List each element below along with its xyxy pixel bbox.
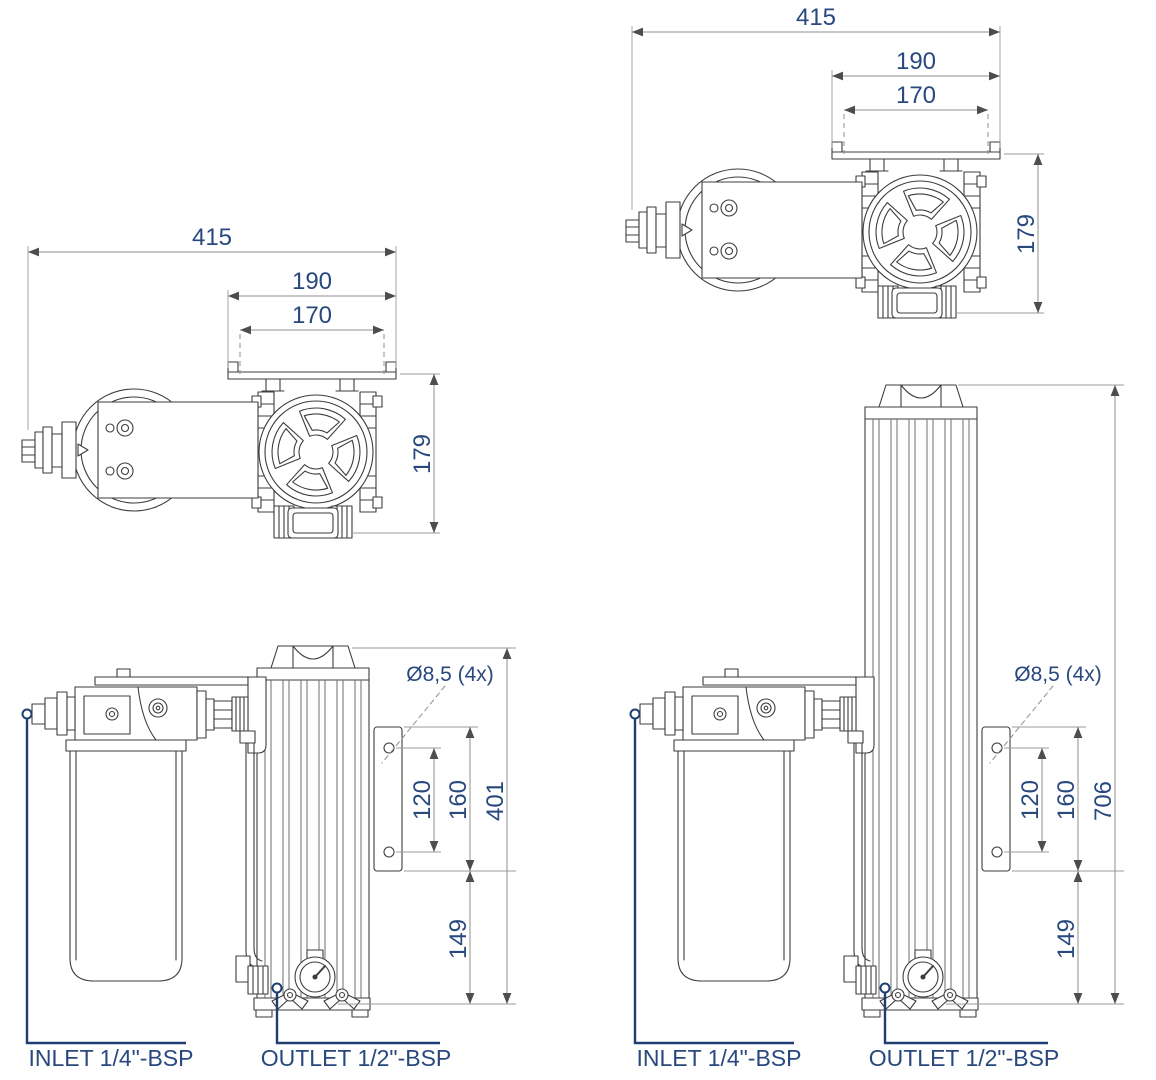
dim-plate-height-label: 160 [1053, 780, 1080, 820]
dim-overall-width-label: 415 [192, 224, 232, 251]
dim-bracket-width-label: 190 [896, 48, 936, 75]
dim-hole-spacing-label: 170 [292, 302, 332, 329]
pump-cylinder [864, 384, 978, 1003]
dim-overall-width-label: 415 [796, 4, 836, 31]
dim-plate-height-label: 160 [445, 780, 472, 820]
dim-overall-height-label: 401 [482, 781, 509, 821]
filter-assembly [21, 668, 267, 982]
dim-lower-height-label: 149 [445, 919, 472, 959]
view-top-right: 415 190 170 179 [625, 4, 1044, 319]
inlet-port-label: INLET 1/4"-BSP [29, 1045, 194, 1071]
filter-assembly [629, 668, 875, 982]
view-front-right: Ø8,5 (4x) 120 160 706 149 INLET 1/4"-BSP… [629, 384, 1125, 1071]
view-top-left: 415 190 170 179 [21, 224, 440, 539]
pump-top-view [625, 141, 1001, 319]
hole-diameter-label: Ø8,5 (4x) [406, 663, 494, 686]
pump-cylinder [256, 645, 370, 1003]
outlet-port-label: OUTLET 1/2"-BSP [261, 1045, 452, 1071]
overall-height-dimension [352, 647, 516, 1004]
inlet-port-label: INLET 1/4"-BSP [637, 1045, 802, 1071]
dim-depth-label: 179 [409, 434, 436, 474]
dim-hole-spacing-label: 120 [1017, 780, 1044, 820]
dim-hole-spacing-label: 170 [896, 82, 936, 109]
pump-top-view [21, 361, 397, 539]
view-front-left: Ø8,5 (4x) 120 160 401 149 INLET 1/4"-BSP… [21, 645, 517, 1071]
dim-lower-height-label: 149 [1053, 919, 1080, 959]
outlet-port-label: OUTLET 1/2"-BSP [869, 1045, 1060, 1071]
hole-diameter-label: Ø8,5 (4x) [1014, 663, 1102, 686]
dim-overall-height-label: 706 [1090, 781, 1117, 821]
dim-bracket-width-label: 190 [292, 268, 332, 295]
dim-hole-spacing-label: 120 [409, 780, 436, 820]
overall-height-dimension [958, 384, 1124, 1004]
dim-depth-label: 179 [1013, 214, 1040, 254]
